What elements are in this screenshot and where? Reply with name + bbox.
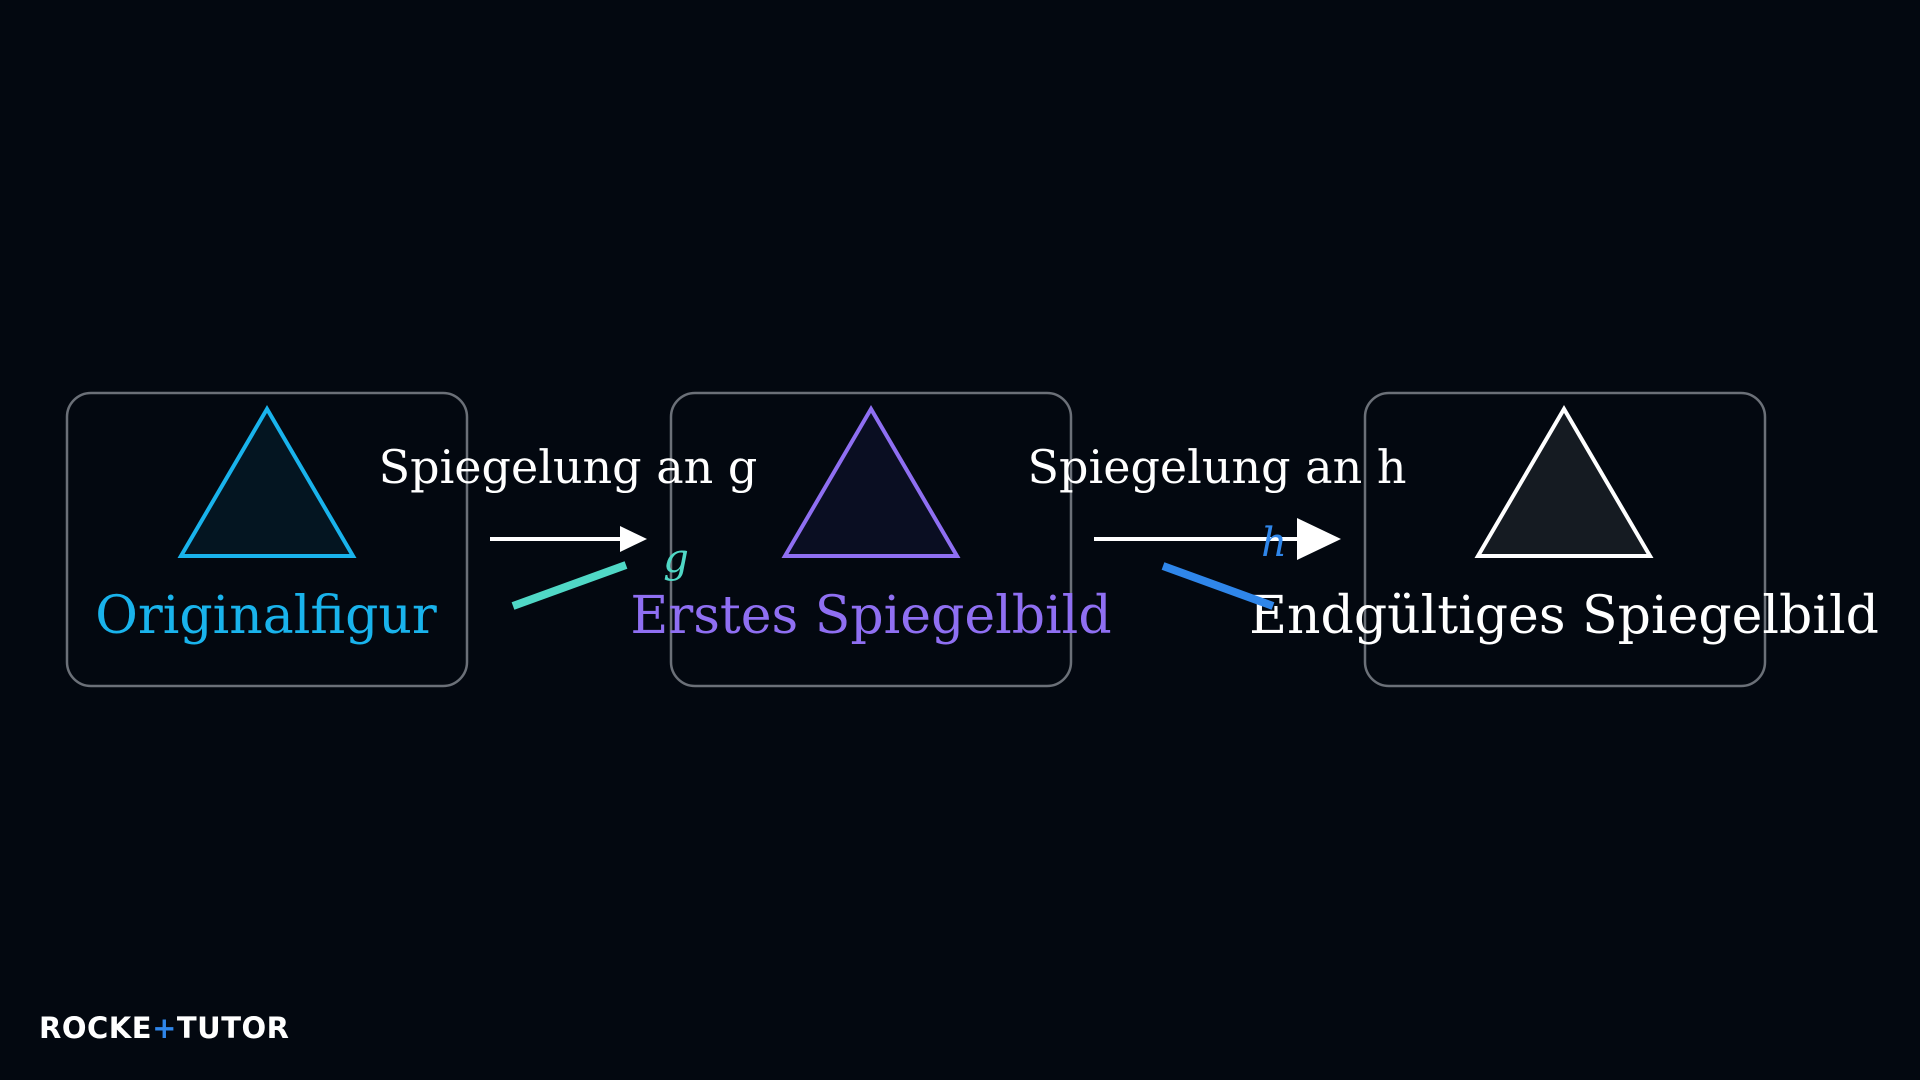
transition-reflect-h: Spiegelung an h h <box>1028 440 1407 610</box>
transition-reflect-h-label: Spiegelung an h <box>1028 440 1407 494</box>
axis-g-line <box>511 561 628 610</box>
arrow-g-head <box>620 526 647 552</box>
logo-text-right: TUTO <box>177 1011 267 1045</box>
stage-first: Erstes Spiegelbild <box>630 391 1112 688</box>
stage-original-frame <box>65 391 469 688</box>
transition-reflect-g: Spiegelung an g g <box>379 440 758 610</box>
stage-original: Originalfigur <box>65 391 469 688</box>
stage-final-label: Endgültiges Spiegelbild <box>1249 586 1879 646</box>
transition-reflect-g-label: Spiegelung an g <box>379 440 758 494</box>
stage-original-label: Originalfigur <box>95 586 437 646</box>
logo-wordmark: ROCKE+TUTOR <box>39 1011 289 1045</box>
axis-h-line <box>1161 562 1275 610</box>
stage-final-frame <box>1363 391 1767 688</box>
stage-final: Endgültiges Spiegelbild <box>1249 391 1879 688</box>
triangle-first <box>781 405 961 558</box>
stage-first-label: Erstes Spiegelbild <box>630 586 1111 646</box>
rocket-tutor-logo: ROCKE+TUTOR <box>39 1011 289 1045</box>
axis-h-label: h <box>1261 520 1287 566</box>
triangle-original <box>177 405 357 558</box>
logo-plus: + <box>152 1011 177 1045</box>
axis-g-label: g <box>663 536 689 582</box>
logo-text-left: ROCKE <box>39 1011 152 1045</box>
logo-r-end: R <box>267 1011 290 1045</box>
arrow-h-head <box>1297 518 1341 560</box>
stage-first-frame <box>669 391 1073 688</box>
triangle-final <box>1474 405 1654 558</box>
